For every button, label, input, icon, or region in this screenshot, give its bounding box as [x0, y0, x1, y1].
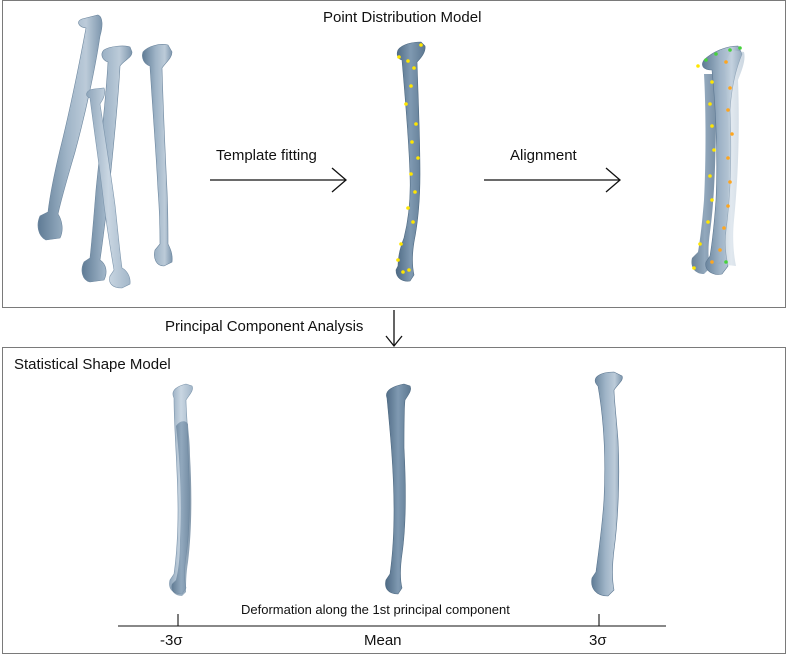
- pdm-title: Point Distribution Model: [323, 9, 482, 26]
- tick-label-plus-3sigma: 3σ: [589, 632, 607, 649]
- template-landmarks: [396, 43, 423, 274]
- tick-label-mean: Mean: [364, 632, 402, 649]
- point-distribution-model-panel: [2, 0, 786, 308]
- ssm-bone-plus-3sigma: [591, 371, 623, 597]
- alignment-arrow: [484, 167, 621, 193]
- input-bone-1: [37, 14, 103, 241]
- ssm-bone-minus-3sigma: [169, 383, 193, 596]
- template-bone: [395, 41, 426, 282]
- aligned-landmarks: [692, 46, 742, 270]
- ssm-bone-mean: [385, 383, 411, 595]
- deformation-axis-label: Deformation along the 1st principal comp…: [241, 602, 510, 617]
- deformation-axis: [118, 614, 666, 627]
- ssm-title: Statistical Shape Model: [14, 356, 171, 373]
- pca-label: Principal Component Analysis: [165, 318, 364, 335]
- pca-arrow: [385, 310, 403, 348]
- input-bone-4: [142, 44, 173, 267]
- template-fitting-label: Template fitting: [216, 147, 317, 164]
- aligned-bones: [691, 45, 745, 275]
- template-fitting-arrow: [210, 167, 347, 193]
- input-bone-3: [86, 87, 131, 289]
- alignment-label: Alignment: [510, 147, 577, 164]
- tick-label-minus-3sigma: -3σ: [160, 632, 183, 649]
